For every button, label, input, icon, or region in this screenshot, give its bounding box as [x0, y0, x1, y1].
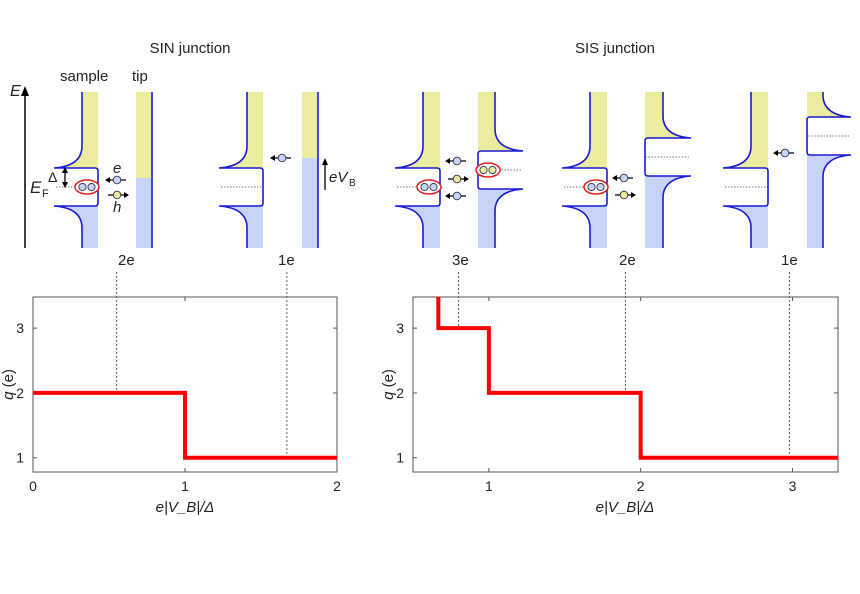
x-tick-label: 1	[181, 478, 189, 494]
occupied-states-fill	[478, 189, 523, 248]
charge-label-sis-3e: 3e	[452, 252, 469, 269]
sample-label: sample	[60, 68, 108, 85]
sin1-electron	[105, 175, 126, 185]
y-tick-label: 3	[396, 320, 404, 336]
y-tick-label: 2	[16, 385, 24, 401]
empty-states-fill	[645, 92, 691, 138]
charge-label-sis-1e: 1e	[781, 252, 798, 269]
sis1-cooper-pair-tip	[475, 162, 501, 178]
x-tick-label: 3	[789, 478, 797, 494]
empty-states-fill	[395, 92, 440, 168]
svg-text:eV: eV	[329, 169, 349, 186]
sis3-sample-dos	[722, 92, 769, 248]
dos-curve	[644, 92, 692, 248]
fermi-level-label: E F	[30, 178, 49, 200]
svg-text:F: F	[42, 188, 49, 200]
occupied-states-fill	[302, 158, 318, 248]
y-tick-label: 1	[396, 450, 404, 466]
empty-states-fill	[136, 92, 152, 178]
y-axis-label: q (e)	[380, 369, 397, 400]
energy-axis: E	[10, 83, 29, 248]
dos-curve	[722, 92, 769, 248]
occupied-states-fill	[136, 178, 152, 248]
empty-states-fill	[54, 92, 98, 168]
sis1-electron-2	[445, 191, 466, 201]
occupied-states-fill	[807, 155, 851, 248]
x-axis-label-sin: e|V_B|/Δ	[156, 499, 215, 516]
chart-1: 1 2 3 1 2 3 q (e)	[380, 272, 839, 494]
sis3-tip-dos	[806, 92, 852, 248]
empty-states-fill	[302, 92, 318, 158]
x-axis-label-sis: e|V_B|/Δ	[596, 499, 655, 516]
svg-text:E: E	[30, 178, 42, 197]
sin2-sample-dos	[218, 92, 264, 248]
sin1-sample-dos	[53, 92, 99, 248]
sin2-electron	[270, 153, 291, 163]
sin1-tip-dos	[136, 92, 153, 248]
occupied-states-fill	[723, 206, 768, 248]
x-tick-label: 1	[485, 478, 493, 494]
x-tick-label: 2	[333, 478, 341, 494]
gap-label: Δ	[48, 169, 57, 185]
sis2-tip-dos	[644, 92, 692, 248]
occupied-states-fill	[54, 206, 98, 248]
sin1-hole	[108, 190, 129, 200]
hole-label: h	[113, 199, 121, 216]
svg-text:B: B	[349, 178, 356, 189]
y-tick-label: 1	[16, 450, 24, 466]
sis1-sample-dos	[394, 92, 441, 248]
occupied-states-fill	[219, 206, 263, 248]
gap-arrow: Δ	[48, 167, 68, 188]
occupied-states-fill	[562, 206, 607, 248]
charge-label-sis-2e: 2e	[619, 252, 636, 269]
sis2-hole	[615, 190, 636, 200]
sis1-electron-1	[445, 156, 466, 166]
empty-states-fill	[723, 92, 768, 168]
plot-frame	[412, 296, 839, 473]
sis2-sample-dos	[561, 92, 608, 248]
charge-step-line	[33, 390, 337, 460]
dos-curve	[218, 92, 264, 248]
empty-states-fill	[807, 92, 851, 117]
y-tick-label: 3	[16, 320, 24, 336]
band-diagrams	[53, 92, 852, 248]
sis1-hole	[448, 174, 469, 184]
charge-step-line	[436, 297, 838, 460]
sin1-cooper-pair	[74, 179, 100, 195]
y-axis-label: q (e)	[0, 369, 17, 400]
empty-states-fill	[478, 92, 523, 151]
bias-arrow: eV B	[322, 158, 356, 190]
y-tick-label: 2	[396, 385, 404, 401]
tip-label: tip	[132, 68, 148, 85]
dos-curve	[806, 92, 852, 248]
sis1-cooper-pair-sample	[416, 179, 442, 195]
sis2-electron	[612, 173, 633, 183]
sis2-cooper-pair	[583, 179, 609, 195]
energy-axis-label: E	[10, 83, 21, 100]
x-tick-label: 0	[29, 478, 37, 494]
charge-label-sin-2e: 2e	[118, 252, 135, 269]
sis-title: SIS junction	[575, 40, 655, 57]
charge-label-sin-1e: 1e	[278, 252, 295, 269]
x-tick-label: 2	[637, 478, 645, 494]
empty-states-fill	[219, 92, 263, 168]
sin-title: SIN junction	[150, 40, 231, 57]
occupied-states-fill	[395, 206, 440, 248]
sin2-tip-dos	[302, 92, 319, 248]
sis3-electron	[773, 148, 794, 158]
electron-label: e	[113, 160, 121, 177]
empty-states-fill	[562, 92, 607, 168]
occupied-states-fill	[645, 176, 691, 248]
